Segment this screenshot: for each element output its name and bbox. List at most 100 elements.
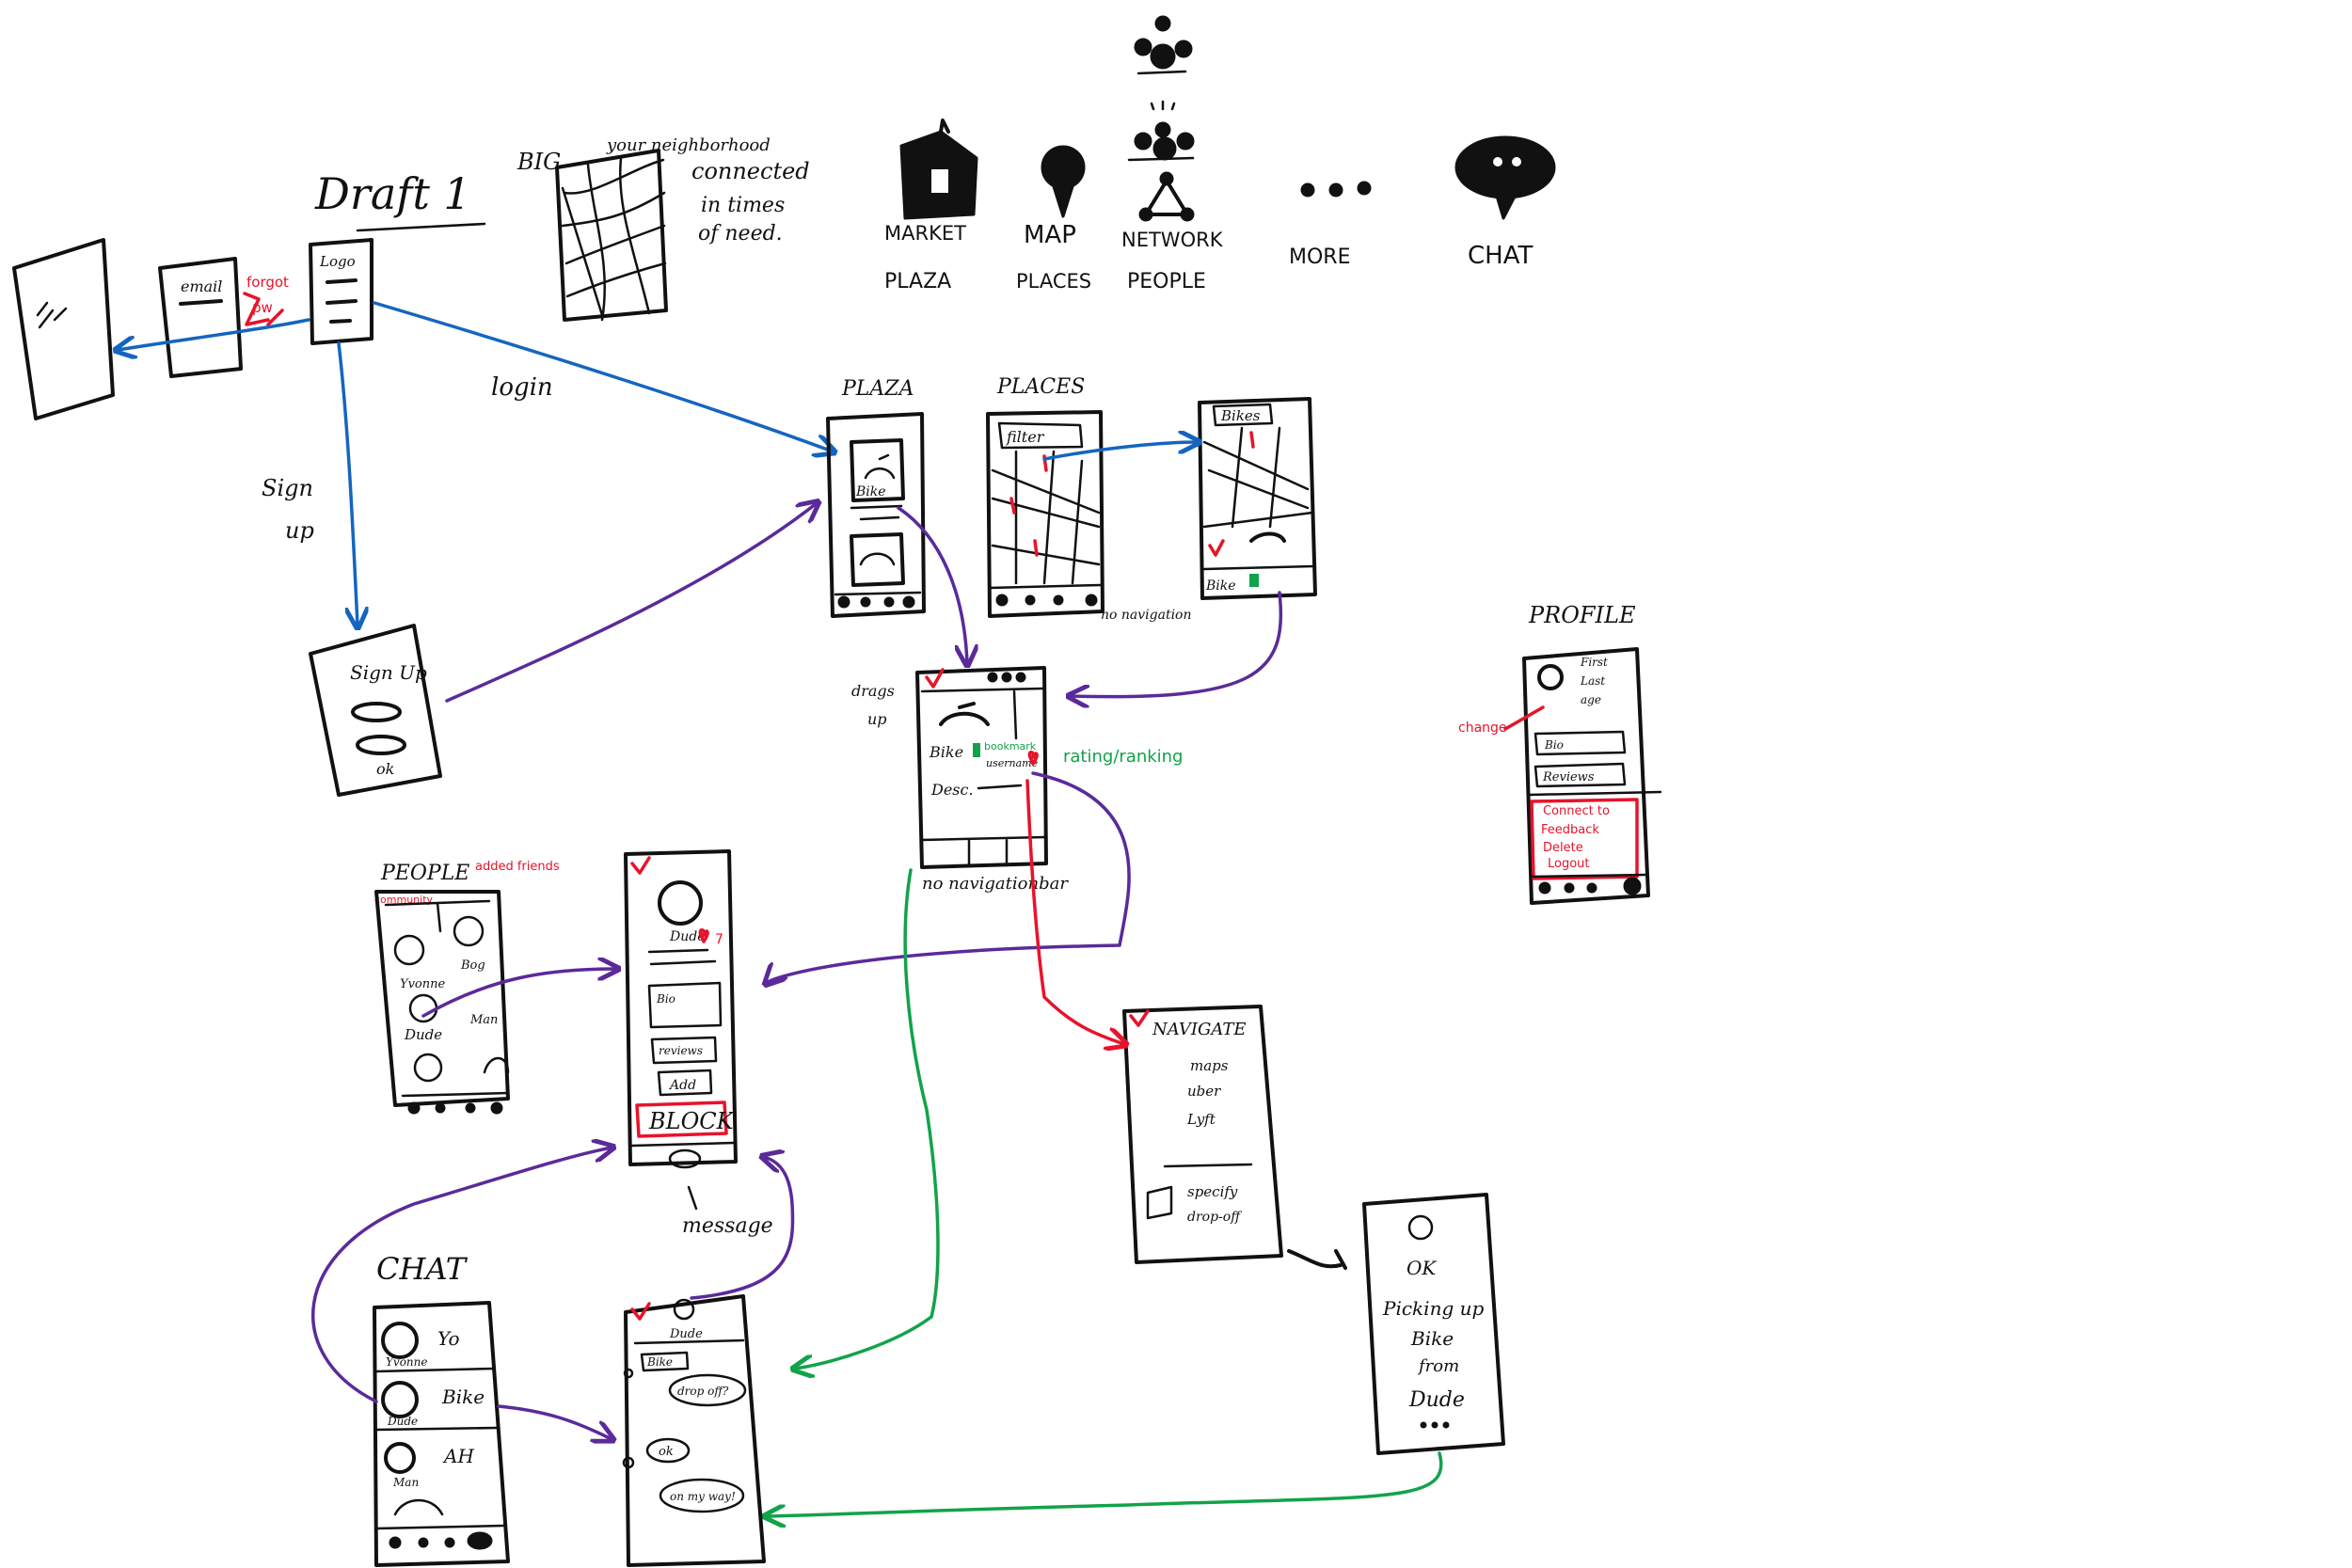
- places-no-nav-label: no navigation: [1101, 608, 1192, 623]
- forgot-label: forgot: [246, 274, 289, 291]
- arrow-detail-to-person: [767, 771, 1131, 983]
- profile-change-label: change: [1458, 721, 1507, 736]
- your-neighborhood-label: your neighborhood: [606, 135, 771, 155]
- plaza-item-label: Bike: [855, 484, 886, 499]
- conversation-item: Bike: [646, 1355, 673, 1369]
- profile-reviews: Reviews: [1542, 770, 1595, 784]
- signup-title: Sign Up: [350, 661, 427, 684]
- people-screen: PEOPLE added friends community Yvonne Bo…: [374, 860, 560, 1115]
- item-desc-label: Desc.: [930, 781, 974, 799]
- person-profile-screen: Dude 7 Bio reviews Add BLOCK message: [624, 849, 773, 1238]
- conversation-msg-2: ok: [659, 1445, 674, 1459]
- profile-menu-logout: Logout: [1548, 857, 1590, 871]
- login-arrow-label: login: [491, 373, 553, 402]
- signup-ok: ok: [376, 760, 394, 778]
- chat-row-name-2: Dude: [387, 1415, 418, 1428]
- more-dots-icon: [1300, 181, 1372, 198]
- places-filter-label: filter: [1006, 428, 1045, 446]
- legend-map: MAP: [1024, 221, 1076, 249]
- chat-list-title: CHAT: [376, 1251, 469, 1287]
- drags-up-2: up: [867, 710, 887, 728]
- legend-people: PEOPLE: [1127, 270, 1206, 293]
- person-reviews: reviews: [659, 1044, 703, 1057]
- signup-arrow-label-2: up: [285, 517, 314, 544]
- neighborhood-concept: BIG your neighborhood connected in times…: [516, 135, 810, 322]
- navigate-option-maps: maps: [1190, 1057, 1229, 1074]
- legend-plaza: PLAZA: [884, 270, 951, 293]
- people-name-yvonne: Yvonne: [400, 977, 445, 991]
- person-bio: Bio: [656, 992, 675, 1006]
- legend-market: MARKET: [884, 222, 966, 245]
- person-message-label: message: [682, 1214, 773, 1238]
- bookmark-label: bookmark: [984, 740, 1037, 752]
- arrow-bikes-to-detail: [1071, 591, 1283, 697]
- legend-more: MORE: [1289, 245, 1350, 269]
- tagline-line-3: of need.: [698, 222, 783, 245]
- conversation-msg-1: drop off?: [677, 1385, 729, 1398]
- person-name: Dude: [669, 929, 706, 944]
- profile-title: PROFILE: [1528, 602, 1636, 628]
- arrow-to-forgot: [118, 318, 310, 350]
- profile-menu-delete: Delete: [1543, 841, 1583, 855]
- people-title: PEOPLE: [380, 862, 469, 885]
- arrow-chatlist-to-person: [310, 1148, 612, 1403]
- navigate-screen: NAVIGATE maps uber Lyft specify drop-off: [1122, 1005, 1283, 1264]
- conversation-screen: Dude Bike drop off? ok on my way!: [622, 1294, 766, 1567]
- plaza-screen: PLAZA Bike: [826, 377, 926, 618]
- arrow-detail-to-conversation: [795, 868, 940, 1369]
- item-detail-screen: drags up Bike bookmark username rating/r…: [851, 666, 1184, 894]
- profile-menu-feedback: Feedback: [1541, 823, 1599, 837]
- person-add: Add: [668, 1078, 696, 1093]
- logo-label: Logo: [319, 253, 356, 270]
- item-detail-title: Bike: [929, 743, 963, 761]
- navigate-specify: specify: [1187, 1183, 1238, 1200]
- no-navbar-label: no navigationbar: [922, 874, 1069, 894]
- login-screen-forgot: [12, 238, 115, 420]
- chat-row-preview-2: Bike: [441, 1386, 485, 1408]
- chat-bubble-icon: [1454, 135, 1556, 220]
- confirm-line-1: OK: [1406, 1257, 1437, 1279]
- profile-first: First: [1580, 656, 1608, 669]
- conversation-name: Dude: [669, 1327, 703, 1341]
- confirm-line-2: Picking up: [1382, 1297, 1484, 1320]
- confirm-line-4: from: [1417, 1356, 1459, 1376]
- arrow-login-to-plaza: [373, 301, 833, 451]
- big-label: BIG: [516, 149, 561, 175]
- profile-bio: Bio: [1544, 738, 1564, 752]
- network-icon: [1127, 15, 1195, 222]
- arrow-conversation-to-person: [690, 1157, 795, 1300]
- chat-row-name-1: Yvonne: [386, 1355, 427, 1369]
- drags-up-1: drags: [851, 682, 895, 700]
- arrow-navigate-to-confirm: [1287, 1249, 1347, 1270]
- legend-places: PLACES: [1016, 270, 1091, 293]
- arrow-confirm-to-conversation: [767, 1451, 1443, 1516]
- plaza-title: PLAZA: [841, 377, 914, 401]
- chat-row-name-3: Man: [392, 1476, 419, 1489]
- navigate-option-lyft: Lyft: [1186, 1111, 1216, 1128]
- neighborhood-map-sketch: [555, 149, 668, 322]
- nav-legend: MARKET PLAZA MAP PLACES NETWORK: [884, 15, 1556, 293]
- arrow-chatlist-to-conversation: [497, 1404, 612, 1439]
- legend-network: NETWORK: [1121, 229, 1224, 251]
- chat-list-screen: CHAT Yvonne Yo Dude Bike Man AH: [373, 1251, 510, 1567]
- bikes-filter-label: Bikes: [1220, 407, 1261, 424]
- bikes-map-screen: Bikes Bike: [1198, 397, 1317, 600]
- arrow-to-signup: [337, 341, 358, 626]
- login-screen-email: email forgot pw: [158, 257, 289, 378]
- person-block: BLOCK: [648, 1108, 736, 1134]
- people-added-friends: added friends: [475, 860, 560, 874]
- draft-title-group: Draft 1: [314, 168, 486, 232]
- profile-menu-connect: Connect to: [1543, 804, 1610, 818]
- map-pin-icon: [1041, 145, 1086, 218]
- house-icon: [899, 119, 978, 220]
- places-title: PLACES: [996, 375, 1085, 399]
- conversation-msg-3: on my way!: [670, 1490, 736, 1503]
- profile-age: age: [1581, 693, 1601, 706]
- signup-arrow-label-1: Sign: [262, 475, 313, 501]
- navigate-drop-off: drop-off: [1187, 1210, 1242, 1225]
- person-rating: 7: [715, 932, 723, 947]
- profile-screen: PROFILE First Last age change Bio Review…: [1458, 602, 1662, 905]
- bikes-map-item-label: Bike: [1205, 578, 1236, 594]
- people-name-dude: Dude: [404, 1026, 442, 1043]
